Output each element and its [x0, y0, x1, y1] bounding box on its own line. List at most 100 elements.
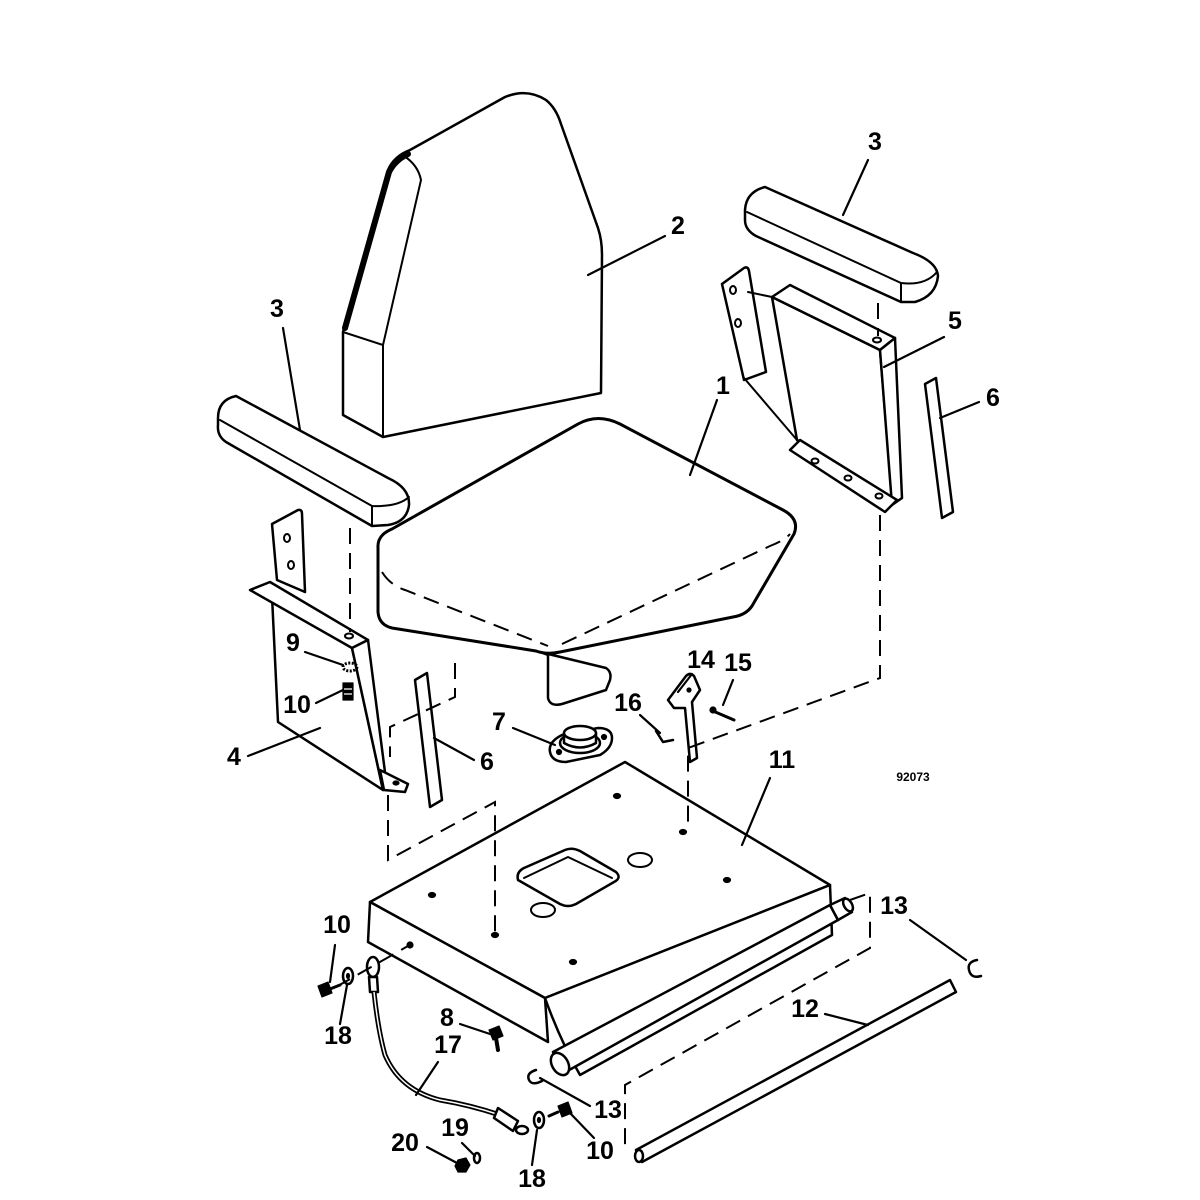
bolt-front	[488, 1025, 504, 1052]
support-strip-left	[413, 671, 444, 809]
hinge-rod	[633, 978, 958, 1164]
base-round-hole	[530, 902, 556, 918]
bolt-left	[317, 981, 342, 998]
leader-line	[823, 1012, 870, 1027]
callout-label: 3	[868, 128, 882, 156]
latch-pin-head	[709, 706, 717, 714]
callout-label: 10	[586, 1137, 614, 1165]
callout-label: 11	[769, 746, 796, 774]
callout-label: 10	[323, 911, 351, 939]
drawing-number: 92073	[896, 770, 930, 784]
alignment-lines	[335, 303, 881, 1152]
callout-label: 7	[492, 708, 506, 736]
callout-label: 5	[948, 307, 962, 335]
bolt-shank	[494, 1036, 500, 1052]
bolt-thread	[344, 688, 352, 695]
callout-label: 13	[594, 1096, 622, 1124]
callout-label: 20	[391, 1129, 419, 1157]
leader-line	[638, 713, 662, 735]
leader-line	[338, 983, 349, 1026]
alignment-line	[624, 891, 871, 1152]
leader-line	[328, 943, 337, 984]
leader-line	[414, 1060, 440, 1097]
mounting-hole	[729, 285, 737, 295]
callout-label: 3	[270, 295, 284, 323]
callout-label: 6	[480, 748, 494, 776]
leader-line	[458, 1022, 492, 1036]
mounting-hole	[283, 533, 291, 543]
mounting-hole	[612, 792, 622, 800]
callout-label: 17	[434, 1031, 462, 1059]
mounting-hole	[490, 931, 500, 939]
armrest-right	[743, 185, 940, 304]
seat-cushion-outline	[376, 417, 798, 655]
mounting-hole	[810, 457, 820, 465]
cable-sleeve-bottom	[492, 1106, 520, 1133]
bolt-head	[557, 1101, 573, 1118]
leader-line	[676, 672, 694, 694]
bracket-right-connector	[743, 291, 798, 441]
washer-right-bore	[536, 1116, 542, 1124]
callout-label: 9	[286, 629, 300, 657]
callout-label: 8	[440, 1004, 454, 1032]
leader-line	[538, 1076, 592, 1108]
leader-line	[740, 776, 772, 847]
seat-base	[366, 760, 855, 1077]
leader-line	[281, 326, 302, 432]
backrest-bevel-edge	[342, 331, 384, 346]
washer-left-bore	[345, 972, 351, 980]
leader-line	[425, 1145, 459, 1165]
seat-pan	[538, 650, 612, 706]
mounting-hole	[406, 941, 414, 949]
mounting-hole	[872, 336, 882, 344]
tether-cable	[365, 955, 530, 1136]
leader-line	[882, 335, 946, 369]
backrest-side-edge	[342, 151, 411, 331]
seat-base-left-face	[366, 900, 550, 1044]
mounting-hole	[344, 632, 354, 640]
seat-cushion-seam	[381, 533, 791, 647]
armrest-left-outline	[216, 394, 411, 528]
armrest-left-edge	[219, 419, 410, 527]
mounting-hole	[600, 733, 608, 741]
mounting-hole	[427, 891, 437, 899]
callout-label: 2	[671, 212, 685, 240]
armrest-left	[216, 394, 411, 528]
backrest-front-edge	[382, 155, 422, 438]
leader-line	[460, 1141, 477, 1158]
mounting-hole	[555, 748, 563, 756]
backrest	[341, 91, 604, 439]
latch-hole	[686, 687, 692, 693]
callout-label: 16	[614, 689, 642, 717]
mounting-hole	[568, 958, 578, 966]
leader-line	[586, 234, 667, 277]
seat-cushion	[376, 417, 798, 706]
mounting-hole	[722, 876, 732, 884]
backrest-outline	[341, 91, 604, 439]
support-strip-right	[923, 376, 955, 520]
cable-eye-bottom	[514, 1124, 530, 1136]
alignment-line	[687, 515, 881, 828]
leader-line	[530, 1128, 539, 1167]
leader-line	[314, 688, 345, 705]
leader-line	[303, 650, 345, 667]
mounting-hole	[392, 780, 400, 786]
bolt-shank	[547, 1110, 560, 1118]
mounting-hole	[874, 492, 884, 500]
clip-left	[527, 1068, 544, 1085]
callout-label: 10	[283, 691, 311, 719]
clip-right	[967, 958, 983, 978]
callout-label: 4	[227, 743, 241, 771]
spring-washer	[341, 661, 359, 673]
leader-line	[568, 1111, 596, 1140]
callout-labels: 3 2 3 5 1 6 9 14 15 10 16 7 4 6 11 13 10…	[227, 128, 1000, 1193]
callout-label: 14	[687, 646, 715, 674]
callout-label: 12	[791, 995, 819, 1023]
callout-label: 18	[324, 1022, 352, 1050]
base-round-hole	[627, 852, 653, 868]
knob-top	[562, 724, 598, 742]
callout-label: 13	[880, 892, 908, 920]
hinge-tube-right-cap	[841, 897, 855, 913]
latch-pin	[711, 709, 736, 722]
leader-line	[246, 726, 322, 758]
